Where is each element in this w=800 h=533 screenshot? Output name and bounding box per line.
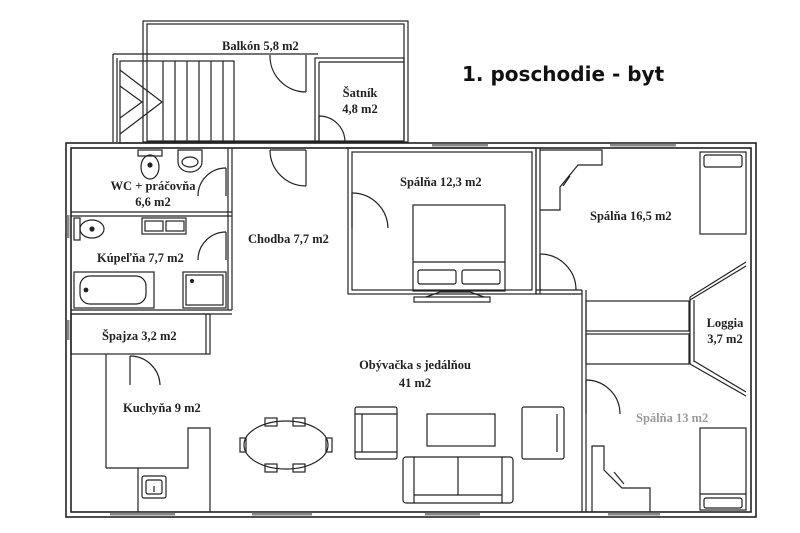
wc-room <box>71 148 233 310</box>
room-area: 6,6 m2 <box>135 195 171 209</box>
room-label-balkon: Balkón 5,8 m2 <box>222 39 299 53</box>
bedroom-1 <box>347 147 537 303</box>
room-name: Šatník <box>342 86 378 100</box>
bedroom-3 <box>585 379 747 512</box>
wardrobe-room <box>314 57 405 143</box>
room-name: WC + práčovňa <box>110 179 196 193</box>
kitchen <box>105 354 211 512</box>
room-label-spalna-3: Spálňa 13 m2 <box>636 411 709 425</box>
room-label-kupelna: Kúpeľňa 7,7 m2 <box>97 251 184 265</box>
loggia <box>581 261 747 512</box>
room-label-loggia: Loggia 3,7 m2 <box>700 315 750 347</box>
room-label-spalna-2: Spálňa 16,5 m2 <box>590 209 672 223</box>
room-name: Loggia <box>706 316 744 330</box>
page-title: 1. poschodie - byt <box>462 62 665 86</box>
pantry <box>70 313 211 355</box>
room-name: Obývačka s jedálňou <box>359 358 471 372</box>
room-area: 4,8 m2 <box>342 102 378 116</box>
room-label-spalna-1: Spálňa 12,3 m2 <box>400 175 482 189</box>
living-furniture <box>354 406 565 504</box>
windows <box>66 143 676 516</box>
dining-table <box>239 417 333 473</box>
balcony <box>112 20 409 143</box>
staircase <box>119 60 235 144</box>
bedroom-2 <box>535 148 747 295</box>
room-label-spajza: Špajza 3,2 m2 <box>102 329 177 343</box>
room-label-kuchyna: Kuchyňa 9 m2 <box>123 401 201 415</box>
room-area: 3,7 m2 <box>707 332 743 346</box>
room-label-wc: WC + práčovňa 6,6 m2 <box>88 178 218 210</box>
room-label-obyvacka: Obývačka s jedálňou 41 m2 <box>330 357 500 391</box>
room-label-chodba: Chodba 7,7 m2 <box>248 232 329 246</box>
door-swing <box>269 54 307 93</box>
room-area: 41 m2 <box>398 376 432 390</box>
room-label-satnik: Šatník 4,8 m2 <box>335 85 385 117</box>
bathroom <box>71 217 232 315</box>
